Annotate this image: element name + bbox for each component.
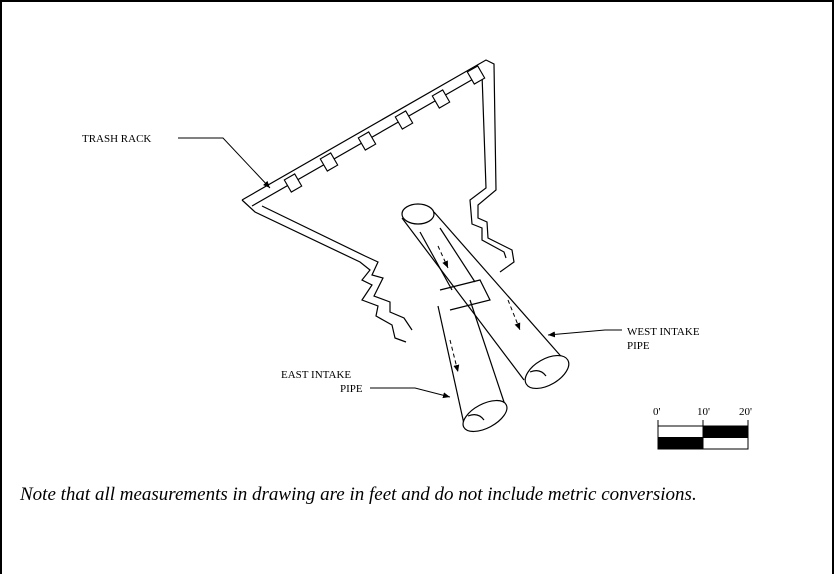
scale-tick-0: 0'	[653, 406, 661, 418]
east-intake-label-line1: EAST INTAKE	[281, 369, 351, 381]
scale-bar: 0' 10' 20'	[653, 406, 752, 450]
flow-arrows	[437, 245, 521, 373]
west-intake-pipe	[401, 203, 570, 390]
scale-block-lower-left	[658, 437, 703, 449]
trash-rack-label: TRASH RACK	[82, 133, 151, 145]
drawing-note: Note that all measurements in drawing ar…	[20, 484, 697, 505]
intake-structure-outline	[241, 59, 515, 343]
east-intake-label-line2: PIPE	[340, 383, 363, 395]
west-intake-label-line2: PIPE	[627, 340, 650, 352]
trash-rack-notches	[283, 65, 486, 193]
west-intake-label-line1: WEST INTAKE	[627, 326, 700, 338]
east-intake-pipe	[419, 227, 508, 433]
scale-block-upper-right	[703, 426, 748, 438]
scale-tick-10: 10'	[697, 406, 710, 418]
leader-lines	[178, 137, 622, 399]
scale-tick-20: 20'	[739, 406, 752, 418]
